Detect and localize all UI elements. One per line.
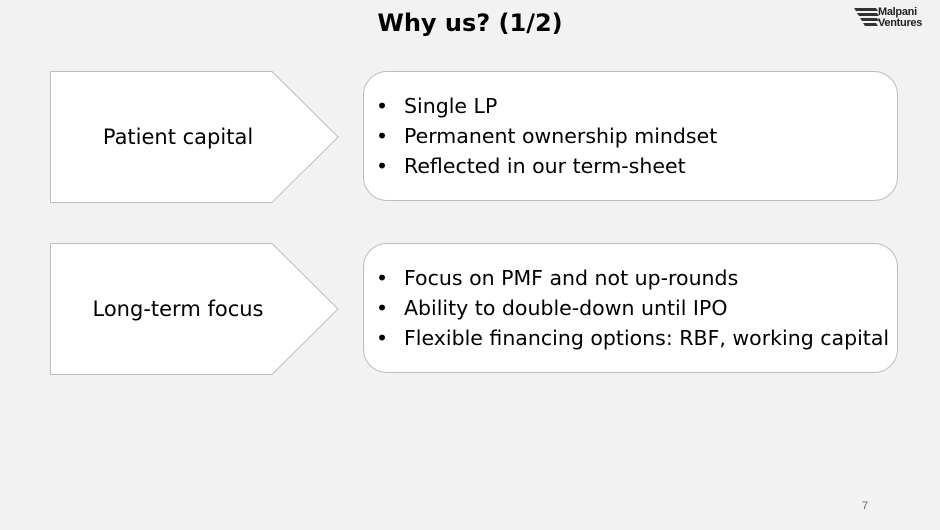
page-number: 7 — [862, 500, 869, 512]
bullet-list: •Single LP •Permanent ownership mindset … — [364, 91, 717, 181]
arrow-shape: Patient capital — [50, 71, 340, 203]
bullet-marker: • — [376, 326, 389, 350]
bullet-marker: • — [376, 124, 389, 148]
logo-line-2: Ventures — [878, 17, 923, 29]
bullet-marker: • — [376, 94, 389, 118]
list-item: • Focus on PMF and not up-rounds — [376, 263, 889, 293]
list-item: • Permanent ownership mindset — [376, 121, 717, 151]
logo-wordmark: Malpani Ventures — [878, 7, 922, 29]
bullet-text: Flexible financing options: RBF, working… — [404, 326, 890, 350]
bullet-marker: • — [376, 266, 389, 290]
row-heading: Patient capital — [102, 125, 254, 149]
list-item: • Flexible financing options: RBF, workin… — [376, 323, 889, 353]
bullets-box: •Single LP •Permanent ownership mindset … — [363, 71, 898, 201]
row-heading: Long-term focus — [92, 297, 264, 321]
bullet-list: • Focus on PMF and not up-rounds • Ability… — [364, 263, 889, 353]
pentagon-arrow-shape — [50, 71, 339, 203]
bullet-text: Permanent ownership mindset — [404, 124, 718, 148]
bullet-text: Single LP — [404, 94, 498, 118]
bullet-text: Focus on PMF and not up-rounds — [404, 266, 739, 290]
list-item: • Single LP — [376, 91, 717, 121]
arrow-shape: Long-term focus — [50, 243, 340, 375]
logo-line-1: Malpani — [878, 6, 917, 18]
company-logo: Malpani Ventures — [854, 6, 936, 32]
bullet-marker: • — [376, 154, 389, 178]
pentagon-arrow-shape — [50, 243, 339, 375]
list-item: • Ability to double-down until IPO — [376, 293, 889, 323]
bullet-text: Ability to double-down until IPO — [404, 296, 728, 320]
row-long-term-focus: Long-term focus • Focus on PMF and not up… — [50, 243, 900, 375]
bullet-marker: • — [376, 296, 389, 320]
row-patient-capital: Patient capital • Single LP • Permanent ow… — [50, 71, 900, 203]
bullet-text: Reflected in our term-sheet — [404, 154, 686, 178]
stacked-lines-logo-icon — [854, 8, 879, 26]
list-item: • Reflected in our term-sheet — [376, 151, 717, 181]
bullets-box: • Focus on PMF and not up-rounds • Ability… — [363, 243, 898, 373]
slide-title: Why us? (1/2) — [377, 9, 563, 37]
